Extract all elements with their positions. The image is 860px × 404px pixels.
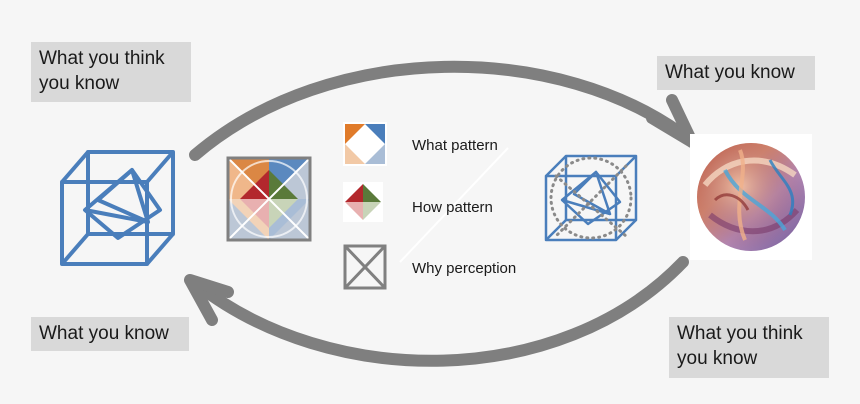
label-bottom-left: What you know	[31, 317, 189, 351]
legend-why-perception: Why perception	[412, 260, 517, 277]
label-top-right: What you know	[657, 56, 815, 90]
right-cube-icon	[544, 154, 638, 242]
label-bottom-right: What you think you know	[669, 317, 829, 378]
complex-surface-image	[690, 134, 812, 260]
top-arrow	[189, 60, 698, 161]
divider-line	[399, 147, 509, 263]
pattern-square-icon	[226, 156, 312, 242]
how-pattern-icon	[343, 182, 383, 222]
legend-what-pattern: What pattern	[412, 137, 498, 154]
legend-how-pattern: How pattern	[412, 199, 493, 216]
what-pattern-icon	[343, 122, 387, 166]
why-perception-icon	[343, 244, 387, 290]
label-top-left: What you think you know	[31, 42, 191, 102]
bottom-arrow	[184, 256, 689, 367]
left-cube-icon	[60, 150, 175, 266]
